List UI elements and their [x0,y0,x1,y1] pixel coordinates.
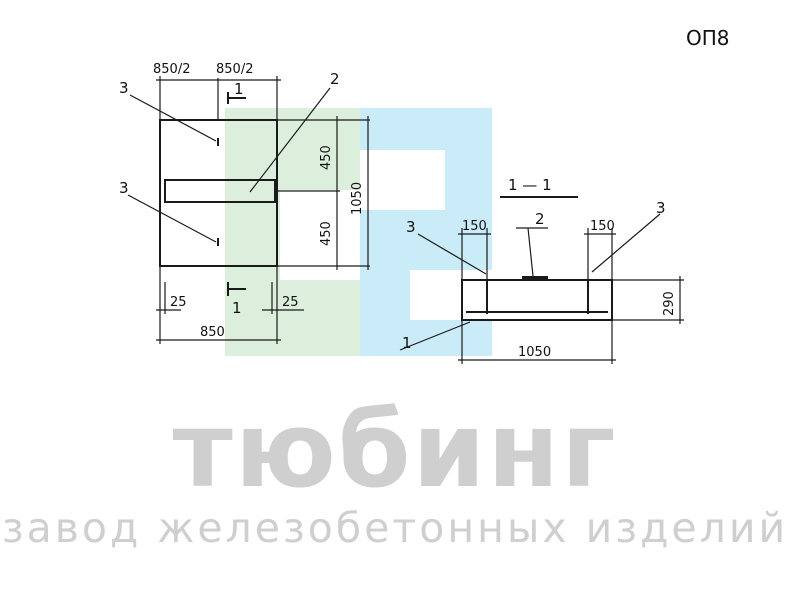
section-callout-2: 2 [535,210,545,228]
logo-cutout-left [280,190,360,280]
plan-dim-bottom-left: 25 [170,295,187,310]
plan-dim-overall-width: 850 [200,325,225,340]
plan-dim-bottom-right: 25 [282,295,299,310]
section-dim-right: 150 [590,219,615,234]
plan-dim-right-lower: 450 [319,221,334,246]
section-dim-width: 1050 [518,345,551,360]
section-callout-3-left: 3 [406,218,416,236]
section-callout-3-right: 3 [656,199,666,217]
plan-view: 850/2 850/2 1 450 450 1050 25 25 850 1 3 [119,62,370,344]
logo-cutout-top [360,150,445,210]
plan-section-label-bottom: 1 [232,299,242,317]
section-leader-3-right [591,213,661,273]
section-title: 1 — 1 [508,176,552,194]
plan-leader-3-bottom [127,194,217,243]
plan-section-label-top: 1 [234,80,244,98]
plan-leader-3-top [129,94,217,142]
plan-callout-3-top: 3 [119,79,129,97]
plan-leader-2 [249,87,331,193]
section-plate [522,276,548,281]
plan-dim-right-upper: 450 [319,145,334,170]
plan-embedded-plate [164,179,276,203]
section-dim-height: 290 [662,291,677,316]
section-view: 1 — 1 150 150 290 1050 3 2 3 [399,176,684,364]
watermark-tagline: завод железобетонных изделий [1,504,789,552]
section-leader-1 [399,321,471,351]
section-dim-left: 150 [462,219,487,234]
section-leader-2 [527,227,534,277]
plan-dim-top-right: 850/2 [216,62,253,77]
watermark-brand: тюбинг [172,389,618,511]
plan-callout-3-bottom: 3 [119,179,129,197]
section-outline [461,279,613,321]
plan-callout-2: 2 [330,70,340,88]
plan-dim-top-left: 850/2 [153,62,190,77]
section-callout-1: 1 [402,334,412,352]
plan-dim-overall-height: 1050 [350,182,365,215]
section-leader-3-left [417,233,487,275]
drawing-code: ОП8 [686,26,730,50]
